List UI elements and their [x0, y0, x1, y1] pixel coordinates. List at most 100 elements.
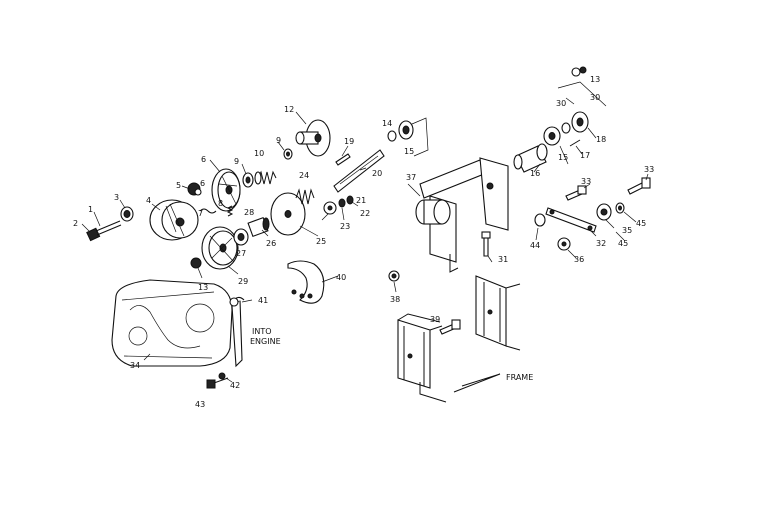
- label-10: 10: [254, 149, 264, 158]
- label-44: 44: [530, 241, 540, 250]
- label-40: 40: [336, 273, 346, 282]
- washer-30-right: [561, 122, 571, 134]
- key-19: [335, 153, 351, 166]
- disc-25: [270, 192, 306, 236]
- washer-27: [233, 228, 249, 246]
- brake-shoe: [287, 260, 325, 304]
- bolt-39: [439, 319, 461, 335]
- clutch-plate-6: [211, 168, 241, 212]
- washer-45: [615, 202, 625, 214]
- frame-right: [475, 275, 521, 351]
- nut-23: [323, 201, 337, 215]
- washer-9a: [242, 172, 254, 188]
- label-33a: 33: [581, 177, 591, 186]
- belt-guard: [111, 279, 233, 367]
- label-23: 23: [340, 222, 350, 231]
- label-42: 42: [230, 381, 240, 390]
- label-28: 28: [244, 208, 254, 217]
- bearing-15-right: [543, 126, 561, 146]
- bracket-lines-center: [411, 117, 429, 157]
- small-bushing: [187, 182, 202, 196]
- bearing-14-15: [387, 120, 414, 142]
- part-number-labels: 1 2 3 4 5 6 6 7 8 9 9 10 12 13 13 14 15 …: [73, 75, 654, 409]
- label-15b: 15: [558, 153, 568, 162]
- top-washers-13-30: [571, 66, 587, 77]
- bolt-31: [481, 231, 491, 257]
- label-39: 39: [430, 315, 440, 324]
- frame-leader-lines: [453, 373, 501, 393]
- label-13a: 13: [198, 283, 208, 292]
- label-37: 37: [406, 173, 416, 182]
- label-21: 21: [356, 196, 366, 205]
- into-label: INTO: [252, 327, 272, 336]
- label-30b: 30: [590, 93, 600, 102]
- bearing-26: [247, 216, 270, 238]
- spring-clip: [199, 208, 217, 214]
- main-housing: [415, 157, 509, 273]
- label-6a: 6: [201, 155, 206, 164]
- label-43: 43: [195, 400, 205, 409]
- bolt-33a: [565, 185, 587, 201]
- spring-10: [254, 170, 277, 185]
- label-15a: 15: [404, 147, 414, 156]
- label-26: 26: [266, 239, 276, 248]
- label-22: 22: [360, 209, 370, 218]
- label-45b: 45: [618, 239, 628, 248]
- shaft-20: [333, 149, 385, 193]
- callout-labels: INTO ENGINE FRAME: [250, 327, 533, 382]
- spring-24: [295, 188, 315, 205]
- label-9a: 9: [234, 157, 239, 166]
- bolt-33b: [627, 177, 651, 195]
- label-38: 38: [390, 295, 400, 304]
- label-20: 20: [372, 169, 382, 178]
- spring-28: [226, 205, 234, 217]
- label-7: 7: [198, 209, 203, 218]
- engine-bracket: [229, 296, 245, 368]
- label-32: 32: [596, 239, 606, 248]
- bracket-lines-right: [557, 81, 607, 107]
- bolt-part: [86, 220, 122, 242]
- gear-35: [596, 203, 612, 221]
- label-13b: 13: [590, 75, 600, 84]
- sprocket-18: [571, 111, 589, 133]
- label-2: 2: [73, 219, 78, 228]
- frame-label: FRAME: [506, 373, 533, 382]
- engine-label: ENGINE: [250, 337, 281, 346]
- label-14: 14: [382, 119, 392, 128]
- leader-lines: [81, 111, 649, 383]
- label-27: 27: [236, 249, 246, 258]
- clutch-drum: [149, 199, 199, 241]
- label-19: 19: [344, 137, 354, 146]
- label-12: 12: [284, 105, 294, 114]
- nut-38: [388, 270, 400, 282]
- washer-9b: [283, 148, 293, 160]
- label-6b: 6: [200, 179, 205, 188]
- washer-22-21: [338, 195, 354, 208]
- label-35: 35: [622, 226, 632, 235]
- pin-17: [569, 139, 581, 147]
- bushing-44: [534, 213, 546, 227]
- pulley-29: [201, 226, 239, 270]
- label-34: 34: [130, 361, 140, 370]
- nut-36: [557, 237, 571, 251]
- washer-part: [120, 206, 134, 222]
- label-41: 41: [258, 296, 268, 305]
- label-1: 1: [88, 205, 93, 214]
- label-33b: 33: [644, 165, 654, 174]
- pulley-12: [295, 119, 331, 157]
- bushing-16: [513, 143, 548, 173]
- label-3: 3: [114, 193, 119, 202]
- label-16: 16: [530, 169, 540, 178]
- bolt-43: [206, 372, 229, 389]
- label-24: 24: [299, 171, 309, 180]
- label-29: 29: [238, 277, 248, 286]
- frame-left: [397, 313, 447, 403]
- label-25: 25: [316, 237, 326, 246]
- label-31: 31: [498, 255, 508, 264]
- nut-13: [190, 257, 202, 269]
- label-45a: 45: [636, 219, 646, 228]
- label-4: 4: [146, 196, 151, 205]
- label-8: 8: [218, 199, 223, 208]
